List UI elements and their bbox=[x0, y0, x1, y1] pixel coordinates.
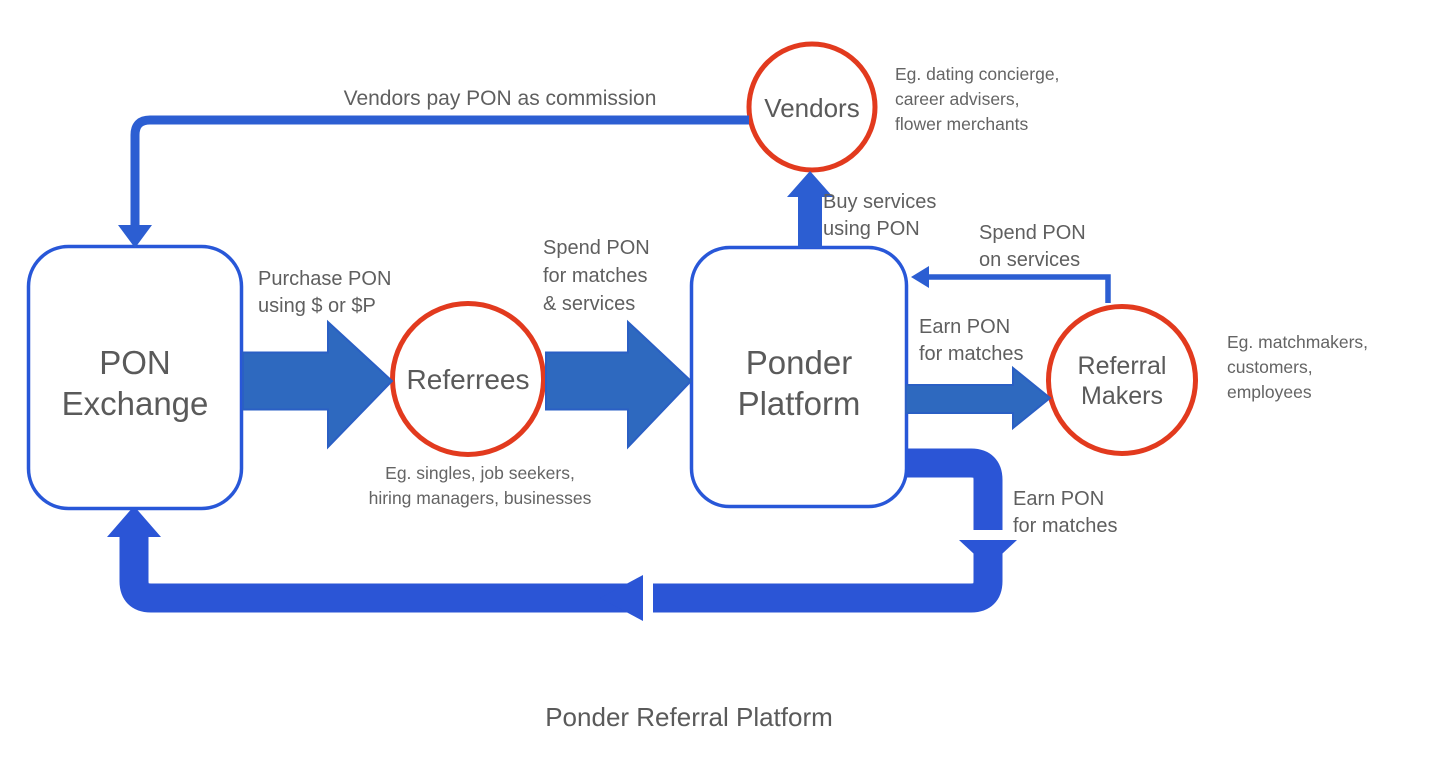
earn-pon-right-label: Earn PON for matches bbox=[919, 314, 1023, 368]
vendors-label: Vendors bbox=[747, 93, 877, 124]
referrees-label: Referrees bbox=[391, 364, 545, 396]
loop-chevron-gap-right bbox=[965, 530, 1011, 540]
referral-makers-label: Referral Makers bbox=[1047, 351, 1197, 411]
earn-pon-bottom-label-line2: for matches bbox=[1013, 515, 1118, 537]
spend-pon-matches-label-line3: & services bbox=[543, 293, 636, 315]
commission-line bbox=[130, 115, 749, 227]
buy-services-arrow bbox=[787, 171, 833, 248]
vendors-circle bbox=[746, 41, 878, 173]
vendors-examples-line2: career advisers, bbox=[895, 89, 1020, 109]
referral-makers-circle bbox=[1046, 304, 1198, 456]
pon-exchange-label-line1: PON bbox=[99, 344, 171, 381]
vendors-examples-line1: Eg. dating concierge, bbox=[895, 64, 1060, 84]
referral-makers-examples-line1: Eg. matchmakers, bbox=[1227, 332, 1369, 352]
vendors-examples-line3: flower merchants bbox=[895, 114, 1029, 134]
referrees-examples-line1: Eg. singles, job seekers, bbox=[385, 463, 575, 483]
earn-pon-right-label-line2: for matches bbox=[919, 343, 1024, 365]
referral-makers-examples-line2: customers, bbox=[1227, 357, 1313, 377]
diagram-caption: Ponder Referral Platform bbox=[545, 702, 833, 732]
purchase-pon-arrow bbox=[242, 319, 394, 450]
referrees-examples-line2: hiring managers, businesses bbox=[368, 488, 592, 508]
spend-on-services-line bbox=[929, 274, 1111, 303]
pon-exchange-label-line2: Exchange bbox=[61, 385, 209, 422]
spend-on-services-label: Spend PON on services bbox=[979, 220, 1086, 274]
loop-arrow-band bbox=[119, 448, 1003, 613]
spend-on-services-label-line1: Spend PON bbox=[979, 222, 1086, 244]
spend-pon-matches-label-line1: Spend PON bbox=[543, 237, 650, 259]
referral-makers-examples-line3: employees bbox=[1227, 382, 1312, 402]
referrees-label-line1: Referrees bbox=[406, 364, 530, 395]
spend-pon-matches-label: Spend PON for matches & services bbox=[543, 234, 650, 318]
loop-chevron-down bbox=[959, 540, 1017, 567]
spend-on-services-arrowhead bbox=[911, 266, 929, 288]
commission-arrowhead bbox=[118, 225, 152, 248]
earn-pon-bottom-label-line1: Earn PON bbox=[1013, 488, 1105, 510]
referrees-examples-annotation: Eg. singles, job seekers, hiring manager… bbox=[335, 461, 625, 511]
loop-arrowhead-into-exchange bbox=[107, 506, 161, 537]
referral-makers-label-line1: Referral bbox=[1077, 352, 1167, 380]
earn-pon-arrow bbox=[905, 365, 1052, 431]
spend-pon-matches-label-line2: for matches bbox=[543, 265, 648, 287]
loop-chevron-left bbox=[600, 575, 643, 621]
spend-pon-arrow bbox=[545, 319, 693, 450]
pon-exchange-label: PON Exchange bbox=[27, 342, 243, 424]
commission-label-line1: Vendors pay PON as commission bbox=[343, 87, 657, 110]
purchase-pon-label: Purchase PON using $ or $P bbox=[258, 266, 391, 320]
commission-label: Vendors pay PON as commission bbox=[320, 85, 680, 112]
buy-services-label-line2: using PON bbox=[823, 218, 920, 240]
referral-makers-label-line2: Makers bbox=[1081, 382, 1163, 410]
ponder-platform-label: Ponder Platform bbox=[690, 342, 908, 424]
spend-on-services-label-line2: on services bbox=[979, 249, 1081, 271]
ponder-platform-label-line1: Ponder bbox=[745, 344, 853, 381]
purchase-pon-label-line2: using $ or $P bbox=[258, 295, 376, 317]
buy-services-label-line1: Buy services bbox=[823, 191, 937, 213]
vendors-examples-annotation: Eg. dating concierge, career advisers, f… bbox=[895, 62, 1059, 137]
referral-makers-examples-annotation: Eg. matchmakers, customers, employees bbox=[1227, 330, 1368, 405]
vendors-label-line1: Vendors bbox=[764, 93, 860, 123]
earn-pon-bottom-label: Earn PON for matches bbox=[1013, 486, 1117, 540]
earn-pon-right-label-line1: Earn PON bbox=[919, 316, 1011, 338]
ponder-platform-label-line2: Platform bbox=[737, 385, 861, 422]
loop-chevron-gap-bottom bbox=[643, 572, 653, 624]
referrees-circle bbox=[390, 301, 546, 457]
purchase-pon-label-line1: Purchase PON bbox=[258, 268, 392, 290]
buy-services-label: Buy services using PON bbox=[823, 189, 936, 243]
